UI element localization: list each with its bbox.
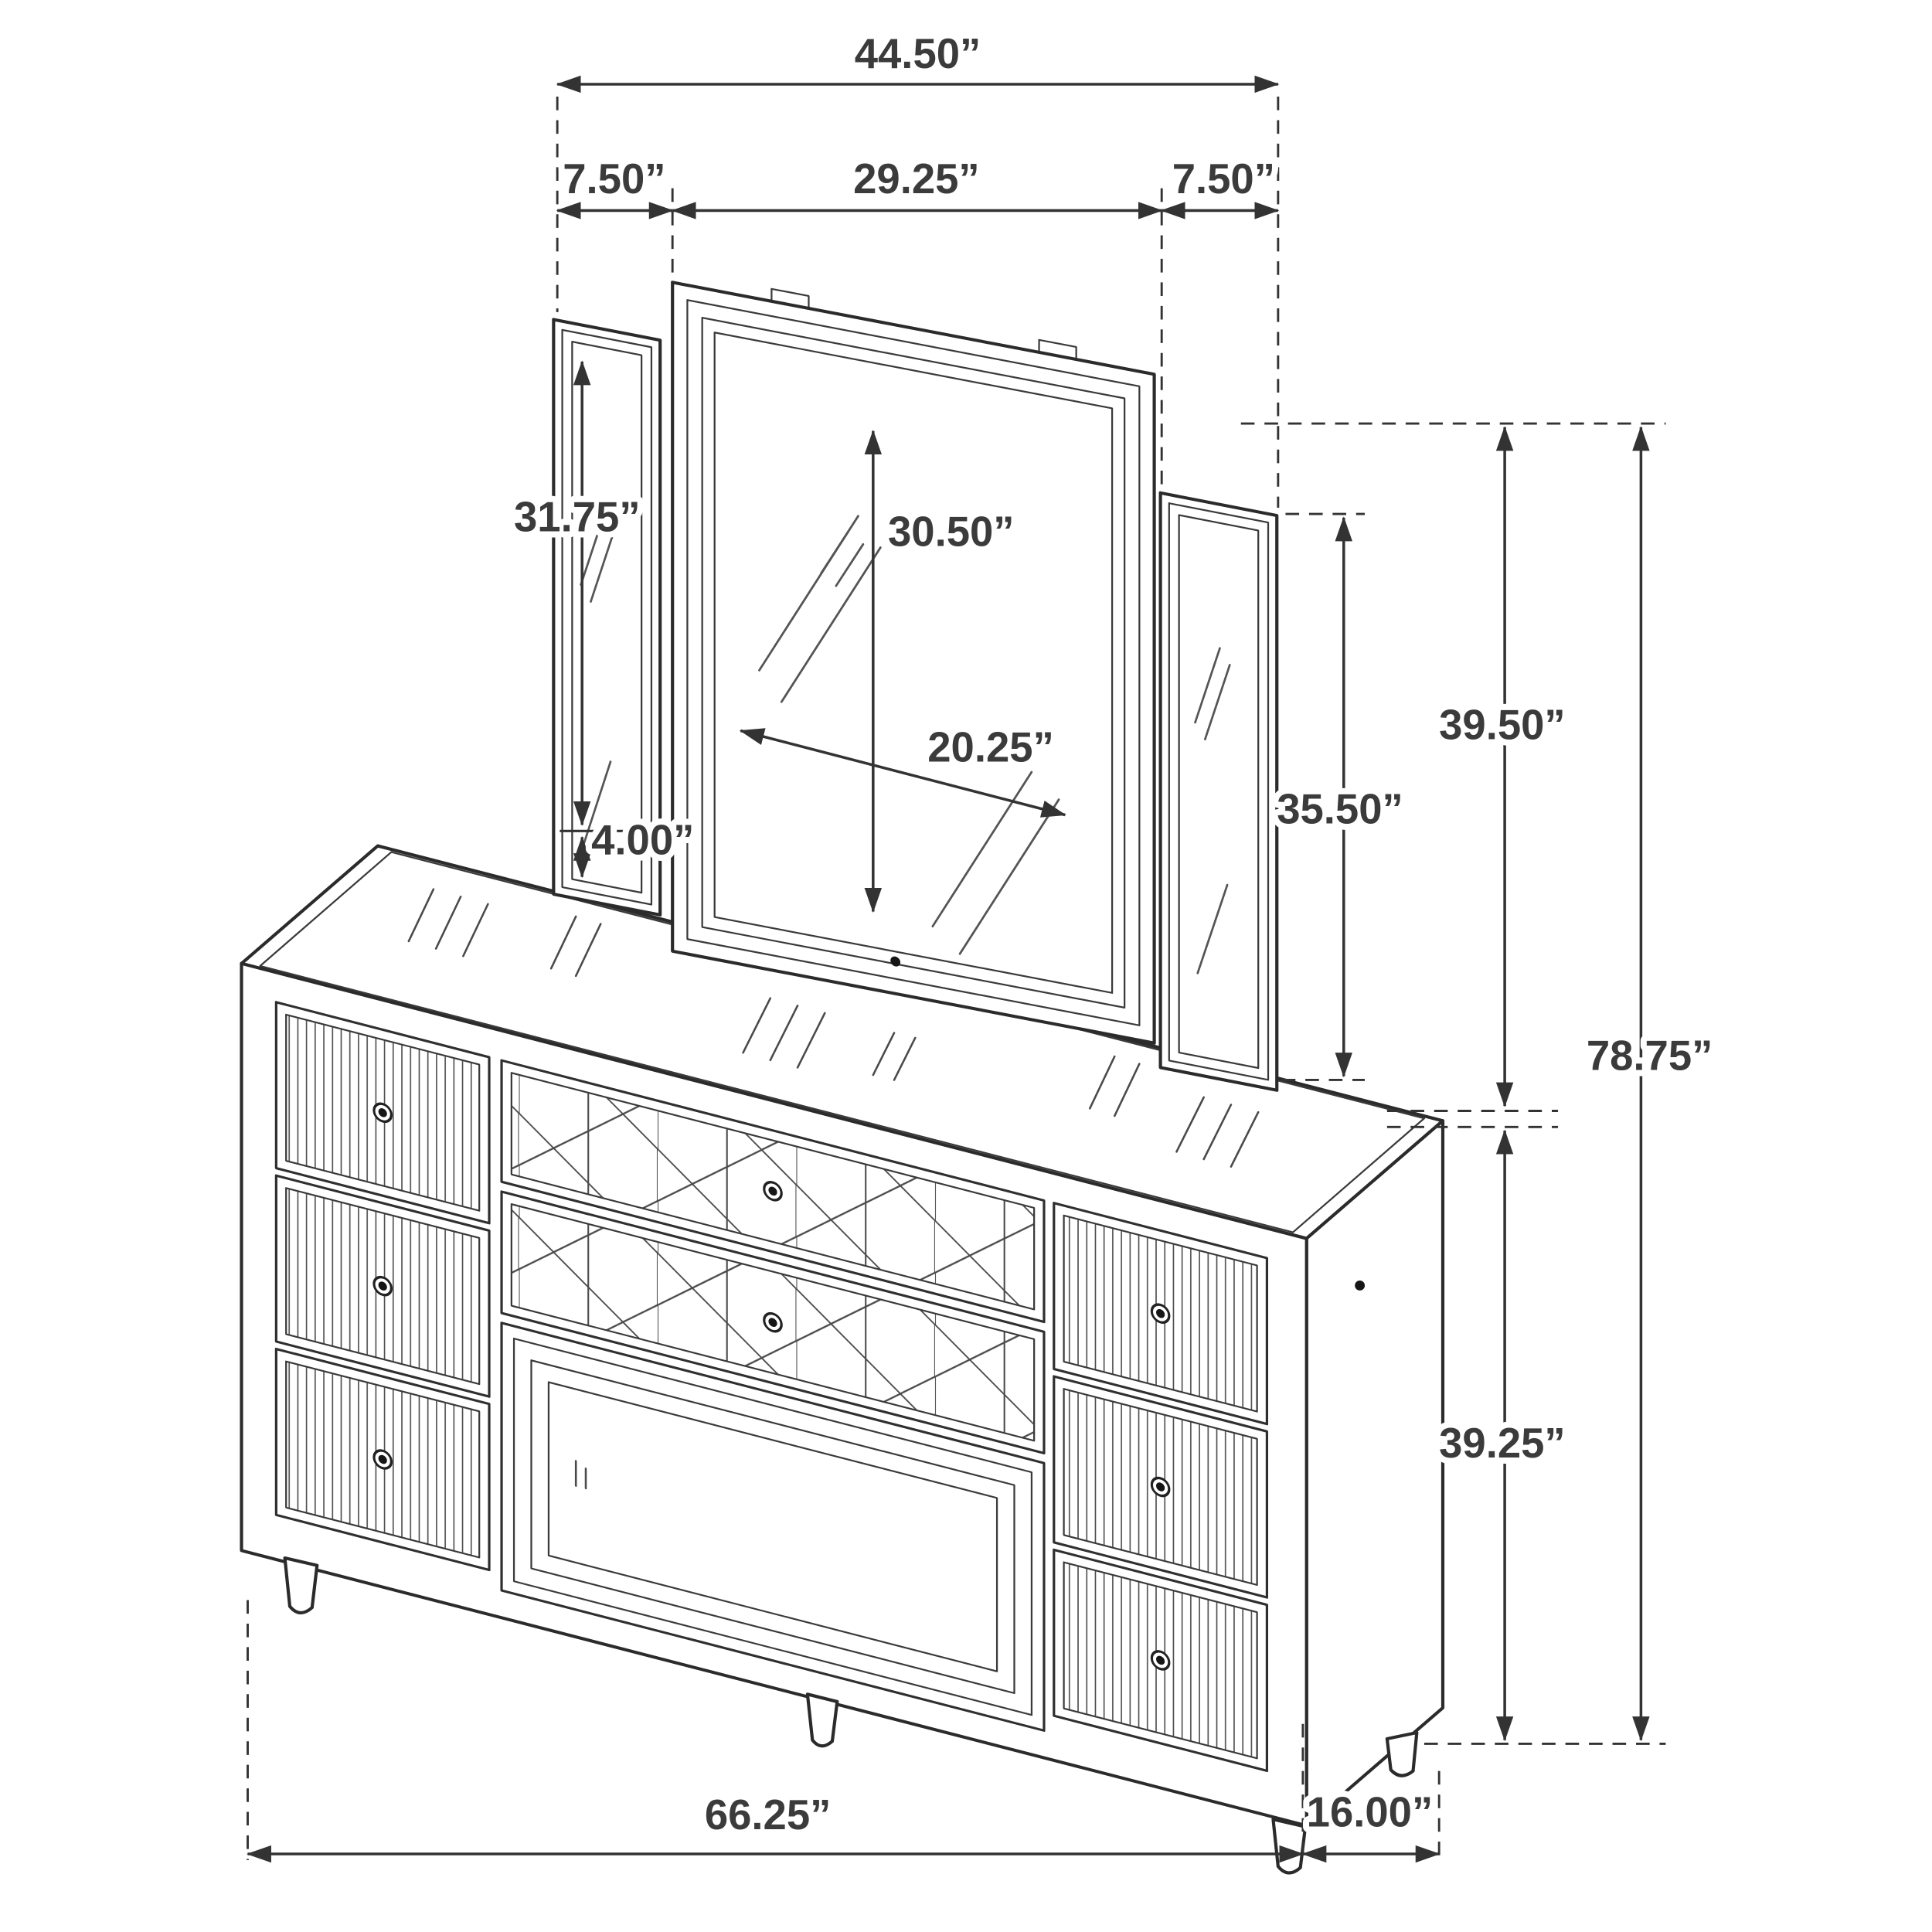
dim-left-panel-height: 31.75” — [514, 493, 641, 540]
drawer-knob — [1155, 1482, 1165, 1492]
right-drawer-column — [1053, 1202, 1269, 1773]
dim-dresser-height: 39.25” — [1439, 1420, 1566, 1467]
dim-center-mirror-width: 29.25” — [853, 155, 980, 202]
panel-frame — [1158, 491, 1279, 1092]
dresser — [240, 844, 1445, 1875]
panel-frame-inner — [1168, 502, 1270, 1081]
dresser-right-side — [1304, 1119, 1445, 1828]
dim-right-panel-width: 7.50” — [1172, 155, 1275, 202]
drawer-knob — [378, 1281, 387, 1291]
left-drawer-column — [274, 1001, 491, 1572]
glass-reflection-marks — [1194, 647, 1231, 975]
dimension-annotations: 44.50” 7.50” 29.25” 7.50” 31.75” 4.00” 3… — [246, 24, 1719, 1863]
drawer-knob — [768, 1318, 777, 1327]
panel-glass — [1178, 514, 1260, 1070]
bottom-door — [500, 1321, 1046, 1732]
glass-reflection-marks — [549, 915, 602, 978]
dim-dresser-width: 66.25” — [705, 1791, 832, 1838]
foot-front-right — [1271, 1818, 1308, 1875]
mirror-frame-step — [701, 317, 1126, 1009]
glass-reflection-marks — [742, 997, 826, 1069]
mirror-frame — [671, 281, 1156, 1045]
panel-glass — [571, 341, 643, 894]
drawer-knob — [378, 1108, 387, 1117]
dim-line-center-glass-width — [739, 728, 1066, 818]
dim-panel-bottom-gap: 4.00” — [591, 817, 694, 864]
glass-reflection-marks — [820, 530, 865, 587]
mirror-right-panel — [1158, 491, 1279, 1092]
dim-mirror-height: 39.50” — [1439, 702, 1566, 749]
panel-reflection-marks — [574, 1460, 587, 1490]
drawer-knob — [1155, 1308, 1165, 1318]
panel-frame-inner — [561, 328, 653, 906]
foot-front-left — [283, 1556, 319, 1615]
dresser-front-face — [240, 961, 1308, 1828]
side-peg-hole — [1355, 1281, 1366, 1291]
bottom-door-frame — [530, 1359, 1015, 1695]
dresser-top-inner-border — [259, 851, 1426, 1233]
glass-reflection-marks — [872, 1032, 917, 1081]
bottom-door-frame — [512, 1337, 1033, 1716]
mirror-glass — [713, 332, 1114, 994]
dim-center-glass-height: 30.50” — [888, 509, 1015, 556]
mirror-center — [671, 281, 1156, 1045]
foot-back-right — [1385, 1730, 1419, 1777]
glass-reflection-marks — [407, 888, 489, 957]
mirror-assembly — [552, 281, 1279, 1092]
dresser-side-outline — [1304, 1119, 1445, 1828]
mirror-bottom-peg — [890, 956, 901, 967]
drawer-knob — [768, 1186, 777, 1196]
dim-right-panel-height: 35.50” — [1277, 786, 1403, 833]
glass-reflection-marks — [1088, 1055, 1141, 1117]
dim-dresser-depth: 16.00” — [1307, 1789, 1434, 1836]
bottom-door-panel — [547, 1381, 998, 1672]
foot-front-middle — [805, 1692, 839, 1748]
drawer-knob — [378, 1454, 387, 1464]
dim-mirror-overall-width: 44.50” — [855, 30, 981, 77]
dim-overall-height: 78.75” — [1587, 1032, 1713, 1080]
drawer-knob — [1155, 1655, 1165, 1665]
glass-reflection-marks — [1175, 1096, 1260, 1168]
center-section — [500, 1059, 1046, 1732]
mirror-frame-step — [686, 299, 1141, 1026]
dim-left-panel-width: 7.50” — [563, 155, 665, 202]
dim-center-glass-width: 20.25” — [927, 724, 1054, 771]
